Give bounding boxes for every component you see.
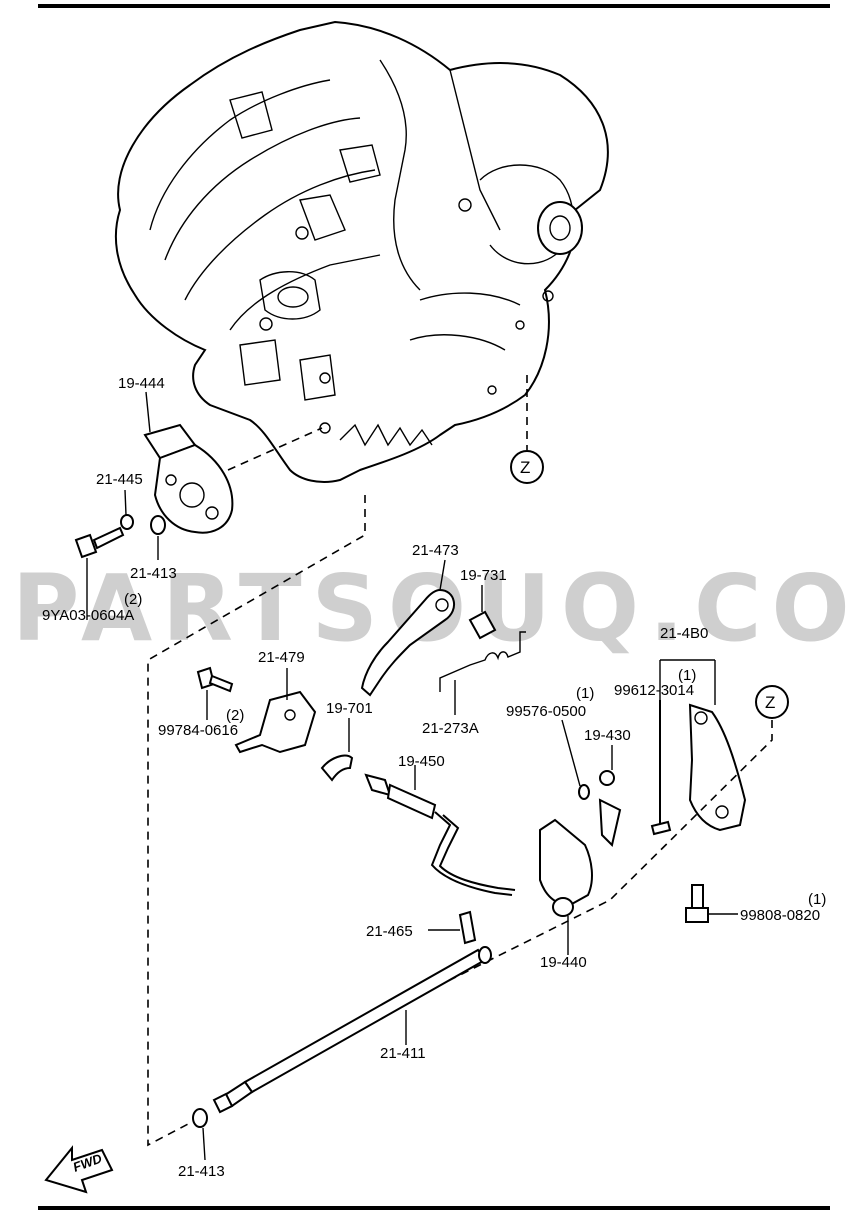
- label-19-430: 19-430: [584, 727, 631, 744]
- label-19-701: 19-701: [326, 700, 373, 717]
- manual-lever-21-473: [360, 559, 455, 697]
- label-9ya03: 9YA03-0604A: [42, 607, 134, 624]
- washer-21-445: [120, 514, 134, 530]
- fwd-arrow: FWD: [44, 1145, 114, 1194]
- label-21-413-bottom: 21-413: [178, 1163, 225, 1180]
- cable-19-450: [364, 765, 516, 896]
- label-21-479: 21-479: [258, 649, 305, 666]
- pin-19-731: [468, 585, 497, 640]
- label-21-413-top: 21-413: [130, 565, 177, 582]
- label-19-731: 19-731: [460, 567, 507, 584]
- pin-21-465: [428, 910, 477, 945]
- label-21-273a: 21-273A: [422, 720, 479, 737]
- label-99808-qty: (1): [808, 891, 826, 908]
- label-99612: 99612-3014: [614, 682, 694, 699]
- label-21-445: 21-445: [96, 471, 143, 488]
- reference-z-left: Z: [510, 375, 544, 484]
- label-21-411: 21-411: [380, 1045, 426, 1062]
- label-99784-qty: (2): [226, 707, 244, 724]
- label-9ya03-qty: (2): [124, 591, 142, 608]
- svg-text:Z: Z: [520, 458, 530, 477]
- label-99808: 99808-0820: [740, 907, 820, 924]
- bolt-9ya03: [74, 526, 125, 559]
- label-99612-qty: (1): [678, 667, 696, 684]
- pin-99612: [650, 700, 672, 836]
- clip-19-701: [320, 718, 354, 782]
- label-19-440: 19-440: [540, 954, 587, 971]
- detent-plate-21-4b0: [659, 659, 747, 832]
- label-21-4b0: 21-4B0: [660, 625, 708, 642]
- reference-z-right: Z: [309, 685, 789, 1051]
- bracket-21-479: [234, 668, 317, 754]
- spring-21-273a: [439, 631, 526, 715]
- label-99784: 99784-0616: [158, 722, 238, 739]
- label-21-465: 21-465: [366, 923, 413, 940]
- svg-text:Z: Z: [765, 693, 775, 712]
- label-19-450: 19-450: [398, 753, 445, 770]
- bolt-99808: [685, 884, 738, 923]
- washer-99576: [561, 719, 590, 800]
- cable-bracket-19-440: [539, 818, 593, 955]
- label-19-444: 19-444: [118, 375, 165, 392]
- oring-21-413-top: [150, 515, 166, 535]
- clip-19-430: [598, 745, 622, 847]
- shift-shaft-21-411: [212, 946, 492, 1114]
- assembly-line-left: [147, 495, 366, 1147]
- oring-21-413-bottom: [192, 1108, 208, 1161]
- bolt-99784: [196, 666, 234, 720]
- label-99576-qty: (1): [576, 685, 594, 702]
- transaxle-housing: [114, 20, 609, 483]
- assembly-line-switch: [227, 427, 323, 471]
- label-21-473: 21-473: [412, 542, 459, 559]
- label-99576: 99576-0500: [506, 703, 586, 720]
- neutral-switch-19-444: [143, 423, 234, 534]
